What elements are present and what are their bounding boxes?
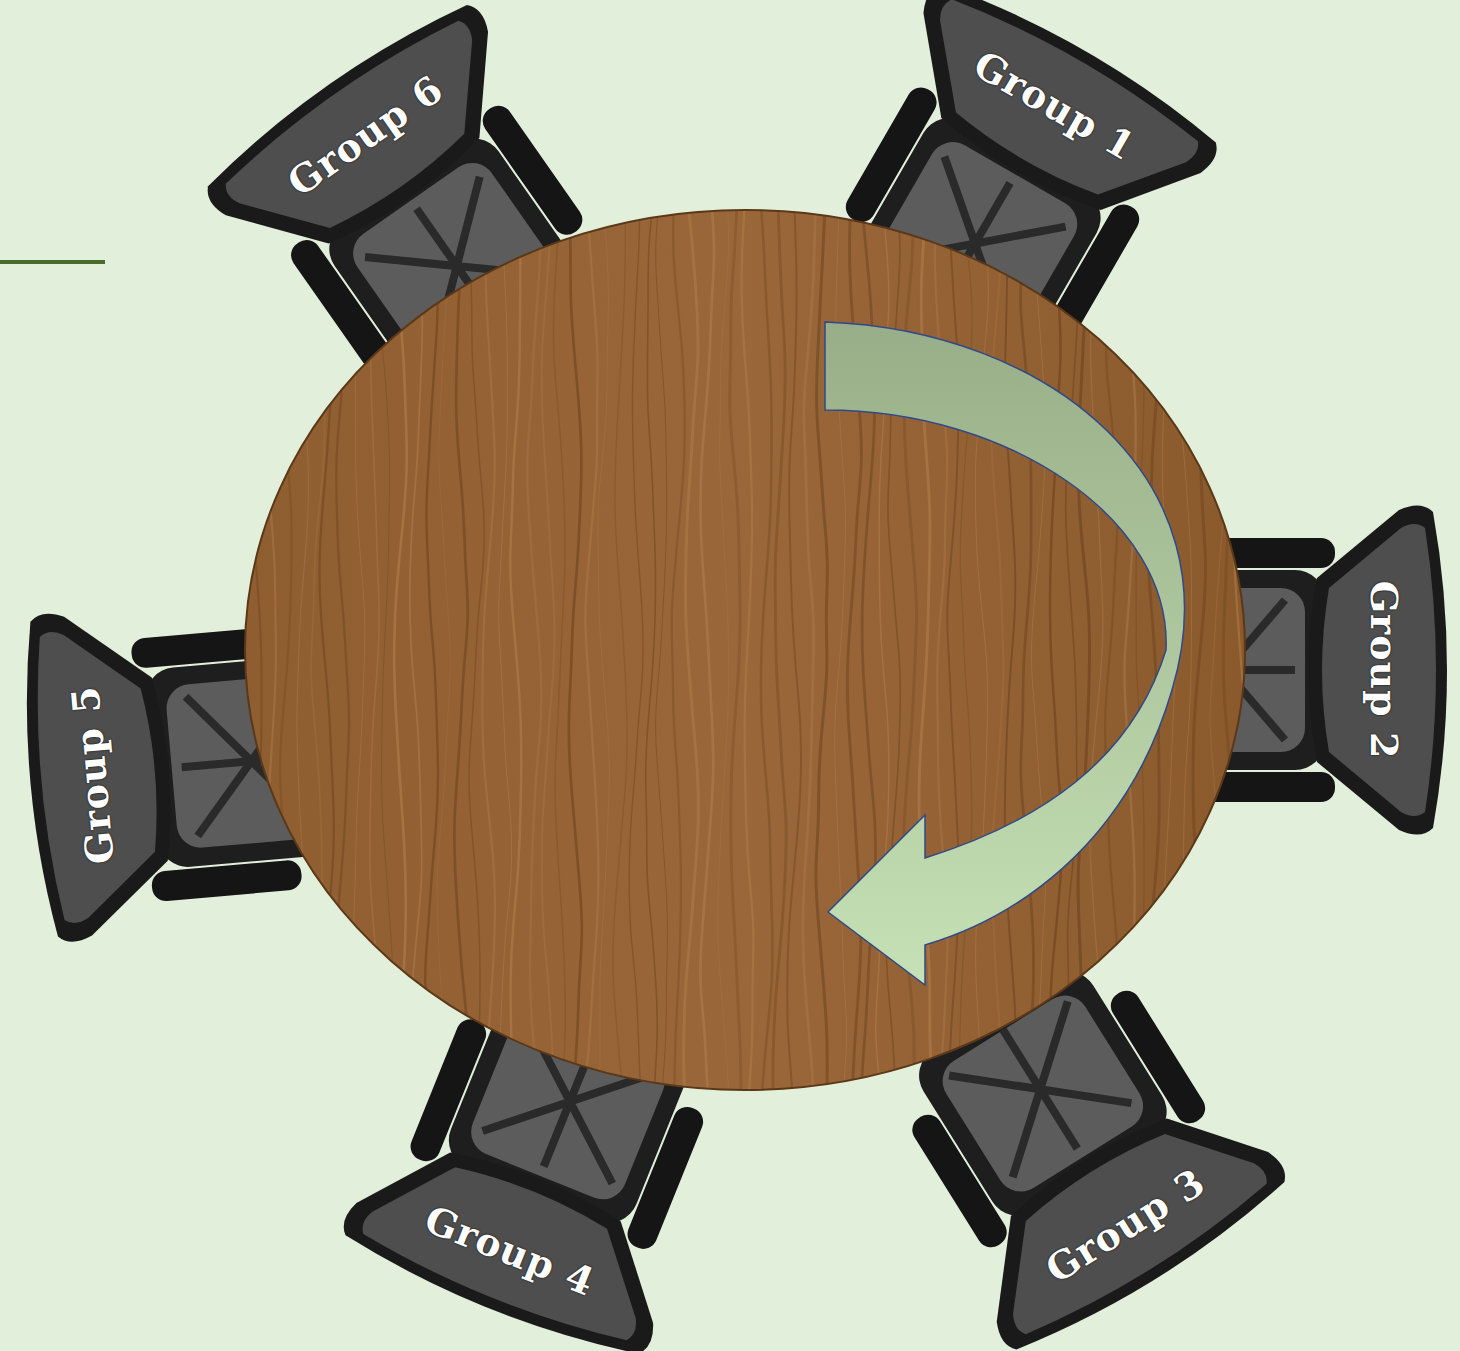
grain-line <box>684 200 699 1136</box>
grain-line <box>959 200 972 1136</box>
grain-line <box>569 200 582 1136</box>
group-chair: Group 5 <box>7 582 375 950</box>
grain-line <box>598 200 610 1136</box>
grain-line <box>542 200 555 1136</box>
grain-line <box>947 200 959 1136</box>
grain-line <box>437 200 451 1136</box>
grain-line <box>498 200 512 1136</box>
chair-backrest <box>334 1117 691 1351</box>
armrest <box>1185 772 1335 802</box>
grain-line <box>1021 200 1034 1136</box>
round-table <box>245 210 1245 1090</box>
grain-line <box>336 200 349 1136</box>
grain-line <box>1162 200 1176 1136</box>
grain-line <box>742 200 754 1136</box>
group-chair: Group 1 <box>773 0 1237 424</box>
grain-line <box>629 200 645 1136</box>
grain-line <box>1192 200 1205 1136</box>
grain-line <box>903 200 916 1136</box>
grain-line <box>1149 200 1160 1136</box>
grain-line <box>527 200 541 1136</box>
grain-line <box>672 200 685 1136</box>
grain-line <box>919 200 931 1136</box>
grain-line <box>250 200 264 1136</box>
chair-backrest <box>945 1073 1298 1351</box>
grain-line <box>975 200 988 1136</box>
seat-frame <box>1135 570 1325 770</box>
group-label: Group 2 <box>1335 500 1435 840</box>
grain-line <box>935 200 948 1136</box>
grain-line <box>482 200 495 1136</box>
grain-line <box>267 200 279 1136</box>
grain-line <box>847 200 861 1136</box>
grain-line <box>1105 200 1118 1136</box>
grain-line <box>718 200 731 1136</box>
seat-ribs <box>176 685 328 837</box>
grain-line <box>886 200 900 1136</box>
grain-line <box>730 200 741 1136</box>
grain-line <box>378 200 393 1136</box>
grain-line <box>1221 200 1234 1136</box>
grain-line <box>354 200 367 1136</box>
grain-line <box>510 200 521 1136</box>
grain-line <box>1005 200 1016 1136</box>
grain-line <box>280 200 292 1136</box>
grain-line <box>787 200 801 1136</box>
grain-line <box>1089 200 1103 1136</box>
group-chair: Group 2 <box>1115 500 1455 840</box>
grain-line <box>320 200 335 1136</box>
grain-line <box>990 200 1005 1136</box>
grain-line <box>311 200 325 1136</box>
grain-line <box>613 200 627 1136</box>
grain-line <box>835 200 847 1136</box>
table-edge <box>245 210 1245 1090</box>
group-chair: Group 6 <box>186 0 660 454</box>
seat-mesh <box>1155 588 1305 752</box>
wood-grain <box>233 200 1249 1136</box>
armrest <box>151 859 303 902</box>
grain-line <box>1124 200 1135 1136</box>
grain-line <box>876 200 889 1136</box>
grain-line <box>773 200 786 1136</box>
grain-line <box>1066 200 1078 1136</box>
group-chair: Group 3 <box>838 906 1307 1351</box>
seat-frame <box>143 654 350 870</box>
grain-line <box>584 200 598 1136</box>
grain-line <box>656 200 668 1136</box>
grain-line <box>370 200 382 1136</box>
grain-line <box>1050 200 1062 1136</box>
grain-line <box>425 200 438 1136</box>
chair-backrest <box>195 0 544 292</box>
grain-line <box>1210 200 1225 1136</box>
grain-line <box>554 200 566 1136</box>
grain-line <box>1133 200 1144 1136</box>
armrest <box>1185 538 1335 568</box>
seat-mesh <box>165 673 329 849</box>
grain-line <box>1235 200 1249 1136</box>
grain-line <box>1078 200 1092 1136</box>
grain-line <box>410 200 423 1136</box>
grain-line <box>469 200 484 1136</box>
grain-line <box>760 200 773 1136</box>
grain-line <box>295 200 308 1136</box>
grain-line <box>454 200 467 1136</box>
grain-line <box>1180 200 1193 1136</box>
chair-backrest <box>874 0 1229 254</box>
grain-line <box>233 200 246 1136</box>
group-chair: Group 4 <box>326 936 769 1351</box>
grain-line <box>1031 200 1045 1136</box>
grain-line <box>803 200 816 1136</box>
grain-line <box>646 200 658 1136</box>
accent-rule <box>0 260 105 264</box>
grain-line <box>700 200 714 1136</box>
rotation-arrow <box>825 322 1184 985</box>
grain-line <box>393 200 407 1136</box>
grain-line <box>861 200 875 1136</box>
grain-line <box>816 200 827 1136</box>
seat-ribs <box>479 1011 661 1193</box>
seat-ribs <box>1155 600 1295 740</box>
